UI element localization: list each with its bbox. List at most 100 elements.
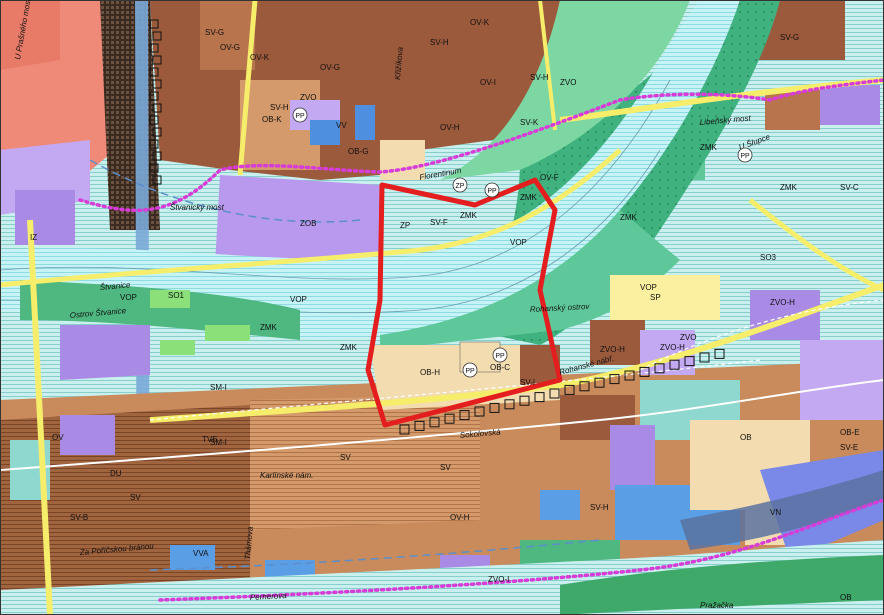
viaduct-square [639,366,650,377]
viaduct-square [489,402,500,413]
map-marker [462,362,478,378]
zone-label: SP [650,293,661,302]
viaduct-square [152,103,162,113]
viaduct-square [149,91,159,101]
map-marker-label: PP [740,153,750,160]
zone-label: SO3 [760,253,777,262]
zone-label: ZVO [300,93,316,102]
viaduct-square [669,359,680,370]
viaduct-square [152,79,162,89]
road-nabrezi-north [0,148,622,288]
viaduct-square [152,151,162,161]
viaduct-square [152,55,162,65]
zone-label: SV-H [590,503,609,512]
zone-label: VN [770,508,781,517]
zone-label: OB [840,593,852,602]
viaduct-square [684,356,695,367]
zone-label: ZVO-H [770,298,795,307]
road-libensky-most [559,77,884,123]
viaduct-square [459,410,470,421]
zone-label: ZMK [700,143,718,152]
zone-label: SV-G [780,33,799,42]
viaduct-square [579,381,590,392]
river-vltava [0,0,740,340]
zob-area [215,175,380,265]
viaduct-square [609,374,620,385]
place-label: Sokolovská [459,427,501,440]
road-sokolovska [0,379,884,471]
zone-label: SV-I [520,378,535,387]
place-label: Karlínské nám. [260,471,313,480]
sp-area [610,275,720,320]
zone-label: DU [110,469,122,478]
zone-label: SV-K [520,118,539,127]
zone-label: OB-G [348,147,368,156]
viaduct-square [564,384,575,395]
zone-label: SV-G [205,28,224,37]
place-label: Thámova [243,526,255,561]
zone-label: SV-C [840,183,859,192]
zone-label: ZVO-H [600,345,625,354]
zone-label: OB-H [420,368,440,377]
zone-label: VV [336,121,347,130]
place-label: Štvanický most [170,203,225,212]
zone-label: TVE [202,435,218,444]
viaduct-square [149,67,159,77]
viaduct-square [149,43,159,53]
railway-corridor [100,0,160,230]
viaduct-square [149,115,159,125]
zone-label: SV-B [70,513,88,522]
map-marker-label: ZP [456,183,465,190]
zone-label: SV [130,493,141,502]
zone-label: SV-H [530,73,549,82]
zone-label: OV-G [220,43,240,52]
zone-label: ZVO-H [660,343,685,352]
viaduct-square [149,163,159,173]
place-label: Pražačka [700,601,734,610]
zone-label: ZVO [680,333,696,342]
zone-label: OV-G [320,63,340,72]
zone-label: OV [52,433,64,442]
place-label: Rohanský ostrov [530,302,591,314]
zone-label: SV-F [430,218,448,227]
place-label: Křižíkova [393,46,405,80]
zone-label: OB [740,433,752,442]
zone-label: OB-E [840,428,860,437]
zone-label: ZMK [260,323,278,332]
rohansky-ostrov-green [380,210,680,350]
zone-label: SV-H [270,103,289,112]
zone-label: ZMK [340,343,358,352]
map-marker-label: PP [487,188,497,195]
viaduct-square [149,19,159,29]
zone-label: OV-I [480,78,496,87]
viaduct-square [152,31,162,41]
zone-label: SM-I [210,383,227,392]
viaduct-square [624,370,635,381]
zone-label: OV-F [540,173,559,182]
zone-label: OV-K [470,18,490,27]
map-marker [492,347,508,363]
zone-label: VOP [290,295,307,304]
viaduct-square [444,413,455,424]
zone-label: VOP [640,283,657,292]
zone-label: ZVO-I [488,575,509,584]
viaduct-square [504,399,515,410]
zone-label: ZOB [300,219,316,228]
map-labels: SV-GSV-GOV-GOV-GSV-HSV-HSV-HOV-HOV-KOV-I… [13,0,859,610]
zone-label: SV [440,463,451,472]
viaduct-square [594,377,605,388]
zone-label: ZMK [520,193,538,202]
place-label: Pernerova [250,591,288,602]
map-marker-label: PP [465,368,475,375]
zone-label: VVA [193,549,209,558]
zone-label: ZVO [560,78,576,87]
zone-label: ZMK [780,183,798,192]
zone-label: SV [340,453,351,462]
zone-label: ZMK [620,213,638,222]
place-label: Štvanice [99,280,131,292]
zone-label: ZP [400,221,410,230]
zone-label: OB-C [490,363,510,372]
zone-label: VOP [120,293,137,302]
